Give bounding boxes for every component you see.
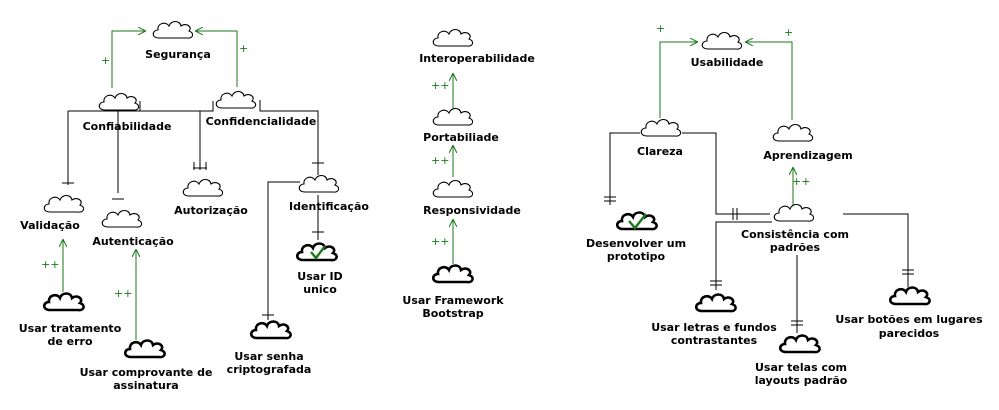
node-label: Usabilidade: [691, 56, 764, 69]
node-clareza: Clareza: [637, 118, 683, 158]
operationalization-cloud-icon: [888, 286, 931, 306]
task-label-line1: Usar telas com: [755, 361, 847, 374]
task-usar-comprovante: Usar comprovante de assinatura: [80, 339, 213, 392]
task-label-line2: de erro: [47, 335, 92, 348]
link-aprendizagem-usabilidade: [746, 42, 793, 120]
task-label-line1: Desenvolver um: [586, 237, 686, 250]
operationalization-cloud-icon: [431, 264, 474, 284]
node-responsividade: Responsividade: [423, 179, 521, 217]
check-icon: [310, 245, 326, 260]
check-icon: [628, 213, 647, 230]
task-usar-framework: Usar Framework Bootstrap: [402, 264, 504, 320]
contrib-framework: ++: [431, 235, 449, 248]
node-interoperabilidade: Interoperabilidade: [419, 28, 535, 65]
node-label: Confidencialidade: [206, 115, 317, 128]
softgoal-cloud-icon: [182, 178, 224, 197]
contrib-portabiliade: ++: [431, 79, 449, 92]
node-label: Portabiliade: [423, 131, 499, 144]
node-label: Autorização: [174, 204, 248, 217]
contrib-aprendizagem: +: [784, 26, 793, 39]
line-confidencialidade-identificacao: [259, 100, 319, 175]
link-confidencialidade-seguranca: [196, 31, 238, 87]
task-usar-tratamento-erro: Usar tratamento de erro: [19, 292, 122, 348]
node-label: Interoperabilidade: [419, 52, 535, 65]
link-confiabilidade-seguranca: [111, 31, 145, 88]
contrib-confiabilidade: +: [101, 54, 110, 67]
node-label: Aprendizagem: [763, 149, 852, 162]
node-label: Autenticação: [92, 235, 174, 248]
node-label: Confiabilidade: [83, 120, 172, 133]
node-aprendizagem: Aprendizagem: [763, 123, 853, 162]
node-label: Clareza: [637, 145, 683, 158]
task-label-line1: Usar senha: [234, 350, 303, 363]
task-label-line1: Usar comprovante de: [80, 366, 213, 379]
task-label-line2: Bootstrap: [422, 307, 483, 320]
softgoal-cloud-icon: [43, 194, 85, 213]
contribution-labels: + + ++ ++ ++ ++ ++ + + ++: [41, 22, 810, 300]
task-label-line1: Usar tratamento: [19, 322, 122, 335]
softgoal-cloud-icon: [298, 174, 340, 193]
task-label-line1: Usar Framework: [402, 294, 504, 307]
task-usar-id-unico: Usar ID unico: [295, 242, 343, 296]
task-usar-botoes: Usar botões em lugares parecidos: [835, 286, 983, 340]
node-portabiliade: Portabiliade: [423, 107, 499, 144]
contrib-comprovante: ++: [114, 287, 132, 300]
node-usabilidade: Usabilidade: [691, 31, 764, 69]
task-label-line1: Usar botões em lugares: [835, 313, 983, 326]
node-identificacao: Identificação: [289, 174, 369, 213]
operationalization-cloud-icon: [123, 339, 166, 359]
task-usar-senha: Usar senha criptografada: [227, 320, 312, 376]
operationalization-cloud-icon: [42, 292, 85, 312]
task-label-line2: prototipo: [607, 250, 666, 263]
node-seguranca: Segurança: [145, 20, 211, 61]
link-clareza-usabilidade: [659, 42, 697, 118]
node-label: Segurança: [145, 48, 211, 61]
softgoal-cloud-icon: [432, 107, 474, 126]
node-validacao: Validação: [20, 194, 85, 232]
operationalization-cloud-icon: [778, 334, 821, 354]
node-autenticacao: Autenticação: [92, 209, 174, 248]
node-label: Responsividade: [423, 204, 521, 217]
contrib-consistencia: ++: [792, 175, 810, 188]
softgoal-cloud-icon: [701, 31, 743, 50]
node-label-line2: padrões: [770, 241, 821, 254]
line-confidencialidade-autorizacao: [200, 101, 214, 112]
softgoal-cloud-icon: [98, 92, 140, 111]
usability-links: [604, 42, 914, 333]
task-label-line1: Usar letras e fundos: [651, 321, 777, 334]
node-label: Identificação: [289, 200, 369, 213]
node-confiabilidade: Confiabilidade: [83, 92, 172, 133]
task-label-line2: assinatura: [113, 379, 178, 392]
task-label-line1: Usar ID: [297, 270, 342, 283]
softgoal-cloud-icon: [215, 90, 257, 109]
operationalization-cloud-icon: [249, 320, 292, 340]
security-links: [62, 31, 324, 340]
task-label-line2: criptografada: [227, 363, 312, 376]
node-consistencia: Consistência com padrões: [741, 203, 849, 254]
softgoal-cloud-icon: [101, 209, 143, 228]
contrib-tratamento-erro: ++: [41, 258, 59, 271]
node-confidencialidade: Confidencialidade: [206, 90, 317, 128]
softgoal-cloud-icon: [640, 118, 682, 137]
softgoal-cloud-icon: [772, 123, 814, 142]
task-label-line2: layouts padrão: [755, 374, 848, 387]
task-label-line2: contrastantes: [671, 334, 758, 347]
contrib-clareza: +: [656, 22, 665, 35]
task-label-line2: parecidos: [879, 327, 940, 340]
softgoal-cloud-icon: [152, 20, 194, 39]
contrib-responsividade: ++: [431, 154, 449, 167]
node-autorizacao: Autorização: [174, 178, 248, 217]
softgoal-cloud-icon: [432, 28, 474, 47]
softgoal-cloud-icon: [432, 179, 474, 198]
task-label-line2: unico: [303, 283, 337, 296]
node-label: Validação: [20, 219, 80, 232]
task-usar-letras: Usar letras e fundos contrastantes: [651, 293, 777, 347]
task-desenvolver-prototipo: Desenvolver um prototipo: [586, 211, 686, 263]
softgoal-cloud-icon: [773, 203, 815, 222]
contrib-confidencialidade: +: [239, 42, 248, 55]
task-usar-telas: Usar telas com layouts padrão: [755, 334, 848, 387]
operationalization-cloud-icon: [694, 293, 737, 313]
node-label-line1: Consistência com: [741, 228, 849, 241]
